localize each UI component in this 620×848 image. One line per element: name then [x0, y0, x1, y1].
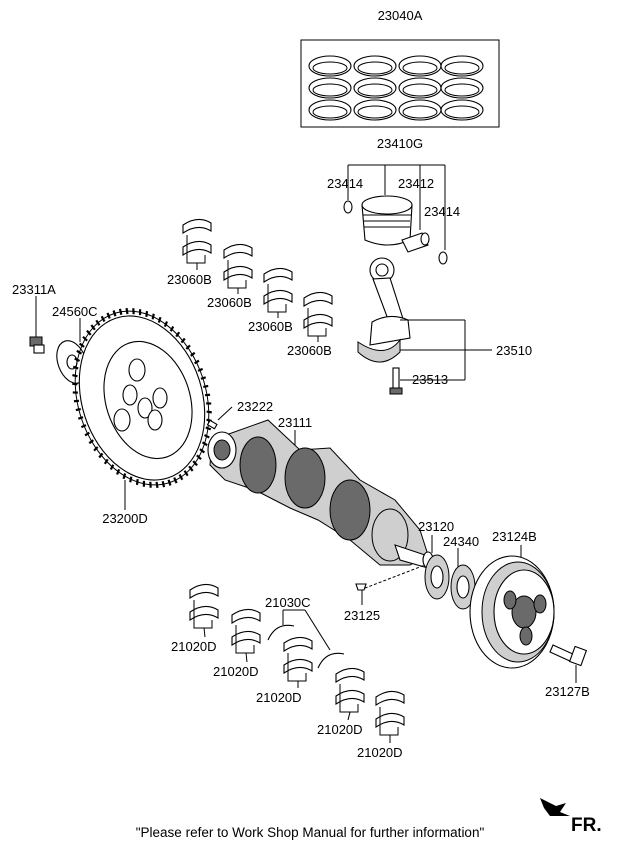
- label-21020d-4: 21020D: [317, 722, 363, 737]
- piston-ring: [308, 77, 352, 99]
- main-bearings: [189, 583, 405, 743]
- piston-ring: [440, 55, 484, 77]
- label-21020d-5: 21020D: [357, 745, 403, 760]
- label-23311a: 23311A: [12, 282, 56, 297]
- label-23124b: 23124B: [492, 529, 537, 544]
- label-24340: 24340: [443, 534, 479, 549]
- pulley-bolt: [549, 644, 588, 683]
- piston-ring: [440, 99, 484, 121]
- label-23414-left: 23414: [327, 176, 363, 191]
- damper-pulley: [469, 545, 555, 669]
- piston-ring: [308, 55, 352, 77]
- dowel-pin: [206, 406, 233, 430]
- timing-sprocket: [450, 548, 476, 610]
- piston-ring: [308, 99, 352, 121]
- bearing-shell: [263, 267, 293, 318]
- label-23060b-4: 23060B: [287, 343, 332, 358]
- bearing-shell: [223, 243, 253, 294]
- bearing-shell: [303, 291, 333, 342]
- piston-pin: [401, 232, 430, 253]
- label-23513: 23513: [412, 372, 448, 387]
- bearing-shell: [182, 218, 212, 270]
- crankshaft: [207, 419, 434, 591]
- rod-bearings: [182, 218, 333, 342]
- label-23414-right: 23414: [424, 204, 460, 219]
- crankshaft-sprocket: [424, 535, 450, 600]
- bearing-shell: [375, 690, 405, 743]
- thrust-washers: [267, 609, 345, 669]
- piston-assembly: [343, 164, 448, 265]
- piston-ring: [353, 55, 397, 77]
- label-23060b-2: 23060B: [207, 295, 252, 310]
- label-23060b-3: 23060B: [248, 319, 293, 334]
- piston-ring: [353, 77, 397, 99]
- piston-ring: [440, 77, 484, 99]
- label-23125: 23125: [344, 608, 380, 623]
- piston-ring: [398, 55, 442, 77]
- rod-cap: [357, 338, 401, 363]
- label-21020d-2: 21020D: [213, 664, 259, 679]
- label-23111: 23111: [278, 415, 312, 430]
- label-21020d-3: 21020D: [256, 690, 302, 705]
- front-direction-arrow-icon: [540, 798, 570, 816]
- piston-ring-set: [300, 39, 500, 128]
- label-23222: 23222: [237, 399, 273, 414]
- flywheel-bolt: [29, 296, 45, 354]
- label-24560c: 24560C: [52, 304, 98, 319]
- label-21030c: 21030C: [265, 595, 311, 610]
- snap-ring-left: [343, 200, 353, 214]
- ring-set-box: [300, 39, 500, 128]
- connecting-rod: [357, 257, 492, 395]
- snap-ring-right: [438, 251, 448, 265]
- label-23127b: 23127B: [545, 684, 590, 699]
- label-23060b-1: 23060B: [167, 272, 212, 287]
- label-23510: 23510: [496, 343, 532, 358]
- label-23200d: 23200D: [102, 511, 148, 526]
- bearing-shell: [283, 636, 313, 688]
- label-23410g: 23410G: [377, 136, 423, 151]
- front-direction-label: FR.: [571, 815, 602, 836]
- label-23120: 23120: [418, 519, 454, 534]
- piston-ring: [353, 99, 397, 121]
- label-21020d-1: 21020D: [171, 639, 217, 654]
- bearing-shell: [335, 667, 365, 721]
- label-23040a: 23040A: [378, 8, 423, 23]
- flywheel: [72, 307, 212, 510]
- piston-ring: [398, 99, 442, 121]
- bearing-shell: [189, 583, 219, 638]
- woodruff-key: [355, 583, 367, 605]
- footer-note: "Please refer to Work Shop Manual for fu…: [136, 825, 485, 840]
- label-23412: 23412: [398, 176, 434, 191]
- rod-bolt: [389, 367, 403, 395]
- piston-ring: [398, 77, 442, 99]
- bearing-shell: [231, 608, 261, 663]
